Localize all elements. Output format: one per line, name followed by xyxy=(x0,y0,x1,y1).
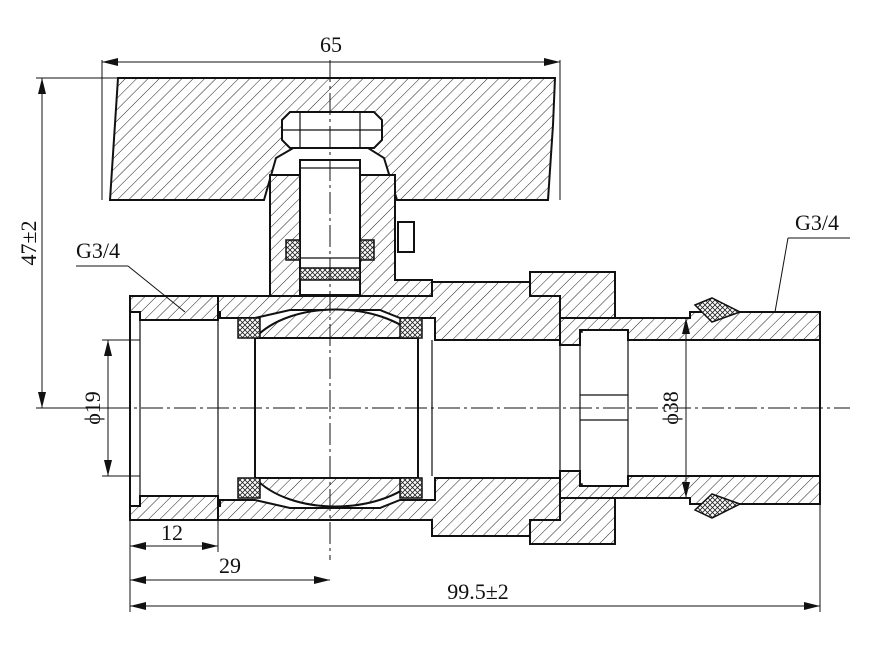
dim-union: ϕ38 xyxy=(658,391,683,425)
dim-ball-offset: 29 xyxy=(219,553,241,578)
seat-upper-right xyxy=(399,317,423,339)
lock-ring-upper xyxy=(693,297,742,323)
dim-overall-length: 99.5±2 xyxy=(447,579,509,604)
stem-seal-left xyxy=(285,239,301,261)
thread-label-right: G3/4 xyxy=(795,210,839,235)
left-thread-lower xyxy=(129,495,219,521)
seat-lower-left xyxy=(237,477,261,499)
seat-upper-left xyxy=(237,317,261,339)
dim-thread-depth: 12 xyxy=(161,520,183,545)
stem-seal-right xyxy=(359,239,375,261)
left-thread-upper xyxy=(129,295,219,321)
seat-lower-right xyxy=(399,477,423,499)
thread-label-left: G3/4 xyxy=(76,238,120,263)
dim-bore: ϕ19 xyxy=(80,391,105,425)
dim-height: 47±2 xyxy=(16,220,41,265)
lock-ring-lower xyxy=(693,493,742,519)
dim-handle-width: 65 xyxy=(320,32,342,57)
